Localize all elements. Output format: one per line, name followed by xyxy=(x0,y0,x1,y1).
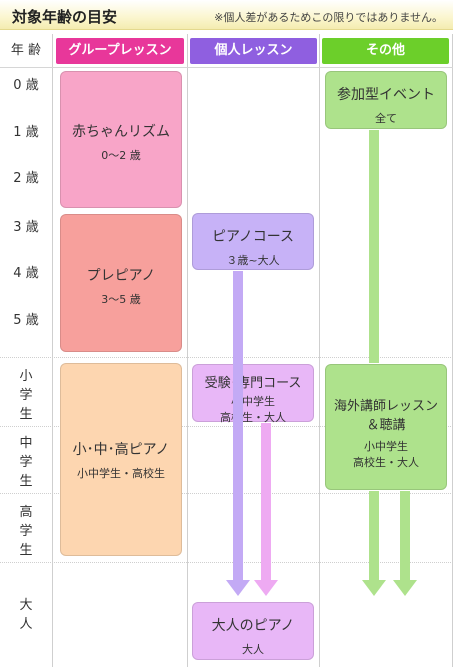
box-subtitle-2: 高校生・大人 xyxy=(220,411,286,424)
age-label-0: 0 歳 xyxy=(13,78,39,93)
age-label-1: 1 歳 xyxy=(13,125,39,140)
row-divider xyxy=(0,357,453,358)
row-divider xyxy=(0,493,453,494)
arrow-foreign-lesson-right-icon xyxy=(393,491,417,596)
box-title: ピアノコース xyxy=(211,229,295,245)
column-divider xyxy=(319,34,320,667)
box-subtitle-1: 小中学生 xyxy=(231,395,275,408)
box-subtitle-1: 小中学生 xyxy=(364,440,408,453)
arrow-piano-course-icon xyxy=(226,271,250,596)
stage-label-high: 高学生 xyxy=(19,505,33,558)
group-lesson-header: グループレッスン xyxy=(56,38,184,64)
stage-label-adult: 大人 xyxy=(19,598,33,632)
box-title-2: ＆聴講 xyxy=(366,418,406,433)
column-divider xyxy=(187,34,188,667)
box-title-1: 海外講師レッスン xyxy=(333,399,438,414)
box-subtitle: 小中学生・高校生 xyxy=(77,467,165,480)
age-label-5: 5 歳 xyxy=(13,313,39,328)
foreign-lesson-box[interactable]: 海外講師レッスン ＆聴講 小中学生 高校生・大人 xyxy=(325,364,447,490)
adult-piano-box[interactable]: 大人のピアノ 大人 xyxy=(192,602,314,660)
elementary-piano-box[interactable]: 小･中･高ピアノ 小中学生・高校生 xyxy=(60,363,182,556)
box-title: 受験･専門コース xyxy=(204,376,302,391)
individual-lesson-header: 個人レッスン xyxy=(190,38,317,64)
age-label-4: 4 歳 xyxy=(13,266,39,281)
box-subtitle: 大人 xyxy=(242,643,264,656)
age-label-2: 2 歳 xyxy=(13,171,39,186)
box-title: 参加型イベント xyxy=(337,87,435,103)
arrow-event-icon xyxy=(369,130,379,363)
exam-course-box[interactable]: 受験･専門コース 小中学生 高校生・大人 xyxy=(192,364,314,424)
box-subtitle-2: 高校生・大人 xyxy=(353,456,419,469)
age-label-3: 3 歳 xyxy=(13,220,39,235)
event-box[interactable]: 参加型イベント 全て xyxy=(325,71,447,129)
age-chart-table: 年 齢 グループレッスン 個人レッスン その他 0 歳 1 歳 2 歳 3 歳 … xyxy=(0,34,453,667)
baby-rhythm-box[interactable]: 赤ちゃんリズム 0～2 歳 xyxy=(60,71,182,208)
box-subtitle: 全て xyxy=(375,112,397,125)
column-divider xyxy=(52,34,53,667)
row-divider xyxy=(0,562,453,563)
piano-course-box[interactable]: ピアノコース ３歳~大人 xyxy=(192,213,314,270)
stage-label-elementary: 小学生 xyxy=(19,369,33,422)
arrow-foreign-lesson-left-icon xyxy=(362,491,386,596)
disclaimer-note: ※個人差があるためこの限りではありません。 xyxy=(214,11,443,24)
box-subtitle: 0～2 歳 xyxy=(101,149,141,162)
other-header: その他 xyxy=(322,38,449,64)
header: 対象年齢の目安 ※個人差があるためこの限りではありません。 xyxy=(0,0,453,30)
box-subtitle: ３歳~大人 xyxy=(226,254,280,267)
box-title: 大人のピアノ xyxy=(211,618,295,634)
box-subtitle: 3～5 歳 xyxy=(101,293,141,306)
pre-piano-box[interactable]: プレピアノ 3～5 歳 xyxy=(60,214,182,352)
row-divider xyxy=(0,67,453,68)
row-divider xyxy=(0,426,453,427)
stage-label-junior-high: 中学生 xyxy=(19,436,33,489)
age-column-header: 年 齢 xyxy=(10,43,42,58)
box-title: 赤ちゃんリズム xyxy=(72,124,170,140)
box-title: プレピアノ xyxy=(86,268,156,284)
page-title: 対象年齢の目安 xyxy=(12,8,118,26)
arrow-exam-course-icon xyxy=(254,423,278,596)
box-title: 小･中･高ピアノ xyxy=(72,442,170,458)
